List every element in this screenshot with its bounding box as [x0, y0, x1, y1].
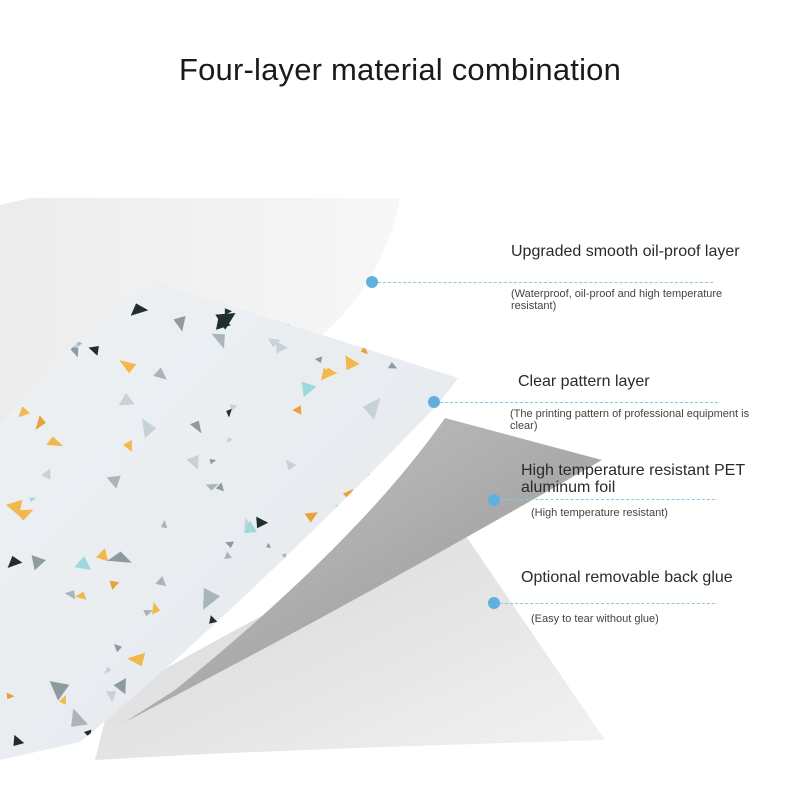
confetti-chip: [160, 519, 168, 529]
confetti-chip: [142, 418, 157, 439]
confetti-chip: [314, 356, 323, 363]
confetti-chip: [71, 708, 88, 727]
confetti-chip: [366, 493, 374, 503]
confetti-chip: [6, 692, 15, 700]
confetti-chip: [75, 591, 87, 600]
confetti-chip: [49, 681, 70, 701]
confetti-chip: [95, 548, 109, 562]
confetti-chip: [31, 555, 46, 571]
confetti-chip: [114, 643, 123, 653]
confetti-chip: [224, 551, 232, 559]
confetti-chip: [29, 497, 36, 503]
confetti-chip: [432, 317, 445, 328]
confetti-chip: [190, 420, 202, 434]
confetti-chip: [118, 392, 135, 406]
confetti-chip: [59, 695, 67, 705]
confetti-chip: [225, 541, 235, 548]
layer-3-heading: High temperature resistant PET aluminum …: [521, 462, 745, 496]
confetti-chip: [256, 516, 269, 529]
layer-1-leader-line: [378, 282, 713, 283]
confetti-chip: [152, 602, 161, 615]
confetti-chip: [143, 610, 153, 617]
confetti-chip: [7, 555, 23, 568]
confetti-chip: [41, 468, 51, 480]
confetti-chip: [155, 576, 167, 587]
confetti-chip: [226, 408, 232, 418]
confetti-chip: [345, 355, 360, 371]
confetti-chip: [276, 341, 288, 354]
confetti-chip: [268, 338, 281, 348]
confetti-chip: [348, 312, 368, 326]
confetti-chip: [387, 362, 398, 369]
confetti-chip: [285, 459, 297, 471]
confetti-chip: [448, 282, 458, 289]
layer-4-leader-line: [500, 603, 715, 604]
confetti-chip: [35, 415, 46, 430]
confetti-chip: [351, 326, 358, 334]
confetti-chip: [292, 405, 302, 415]
confetti-chip: [266, 542, 272, 548]
confetti-chip: [244, 520, 257, 534]
layer-3-description: (High temperature resistant): [531, 507, 668, 519]
aluminum-foil-layer-shape: [125, 418, 602, 722]
layer-2-description: (The printing pattern of professional eq…: [510, 408, 750, 432]
confetti-chip: [209, 458, 217, 465]
confetti-chip: [215, 313, 236, 330]
confetti-chip: [380, 307, 394, 318]
confetti-chip: [209, 615, 218, 624]
confetti-chip: [395, 288, 408, 300]
confetti-chip: [109, 580, 120, 590]
confetti-chip: [123, 439, 132, 452]
confetti-chip: [74, 556, 92, 570]
confetti-chip: [130, 303, 149, 316]
confetti-chip: [103, 666, 112, 675]
confetti-chip: [64, 590, 76, 600]
layer-1-marker: [366, 276, 378, 288]
page-title: Four-layer material combination: [178, 52, 622, 87]
confetti-chip: [362, 398, 381, 420]
confetti-chip: [215, 482, 224, 492]
layer-4-description: (Easy to tear without glue): [531, 613, 659, 625]
confetti-chip: [372, 339, 380, 348]
confetti-chip: [186, 454, 199, 470]
confetti-chip: [18, 406, 30, 418]
pattern-layer-shape: [0, 282, 458, 760]
layer-1-heading: Upgraded smooth oil-proof layer: [511, 243, 740, 260]
confetti-chip: [205, 483, 219, 491]
confetti-chip: [119, 360, 137, 374]
confetti-chip: [88, 346, 99, 356]
confetti-chip: [203, 587, 221, 610]
confetti-chip: [113, 678, 126, 695]
confetti-chip: [360, 344, 368, 355]
layer-2-heading: Clear pattern layer: [518, 373, 650, 390]
layer-3-marker: [488, 494, 500, 506]
confetti-chip: [173, 316, 186, 332]
confetti-chip: [409, 337, 416, 346]
confetti-chip: [304, 512, 318, 523]
confetti-chip: [355, 508, 363, 516]
layer-2-leader-line: [440, 402, 718, 403]
confetti-chip: [106, 475, 121, 489]
confetti-chip: [227, 437, 233, 443]
layer-3-leader-line: [500, 499, 715, 500]
layer-2-marker: [428, 396, 440, 408]
confetti-chip: [13, 734, 25, 746]
confetti-chip: [46, 436, 64, 447]
confetti-chip: [211, 333, 225, 349]
confetti-chip: [107, 551, 132, 563]
confetti-chip: [326, 367, 338, 378]
confetti-chip: [153, 367, 167, 380]
layer-4-heading: Optional removable back glue: [521, 569, 733, 586]
confetti-chip: [301, 381, 317, 398]
confetti-chip: [13, 509, 34, 521]
confetti-chip: [127, 652, 146, 667]
confetti-chip: [105, 691, 116, 703]
confetti-chip: [224, 308, 233, 315]
layer-4-marker: [488, 597, 500, 609]
layer-1-description: (Waterproof, oil-proof and high temperat…: [511, 288, 723, 312]
back-glue-layer-shape: [95, 520, 605, 760]
confetti-chip: [335, 505, 353, 524]
